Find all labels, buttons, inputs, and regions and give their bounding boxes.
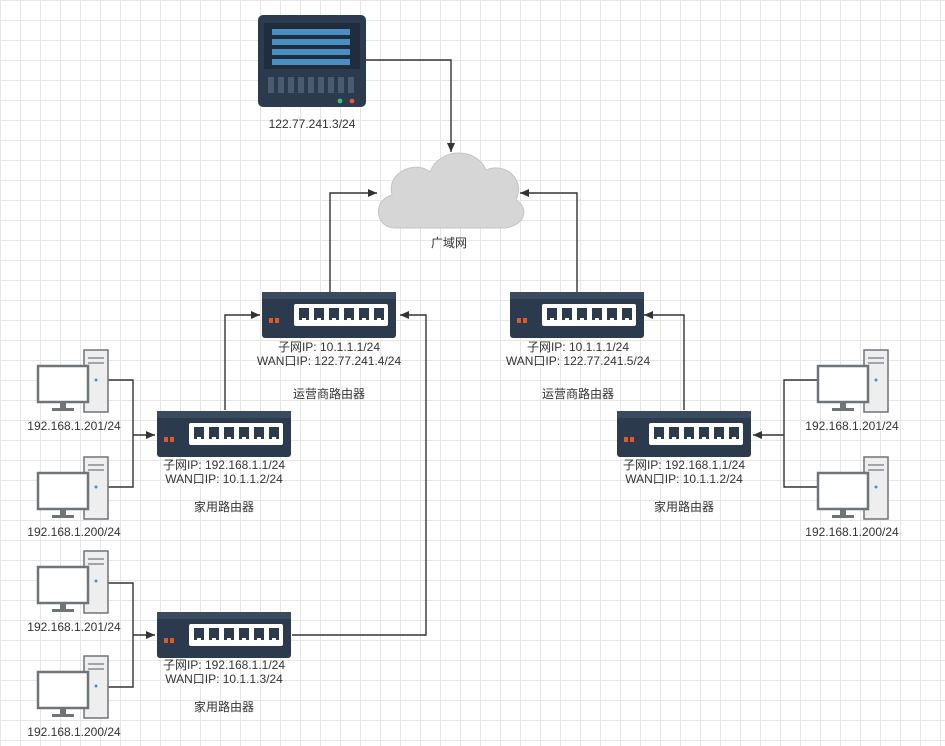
home-router-2-wan-ip: WAN口IP: 10.1.1.3/24 (165, 672, 283, 686)
pc-3-ip-label: 192.168.1.201/24 (27, 620, 121, 634)
link-server-to-cloud (364, 59, 455, 152)
server-ip-label: 122.77.241.3/24 (268, 117, 356, 131)
link-pcs-1-to-home1 (108, 379, 134, 488)
connection-lines (108, 59, 818, 688)
isp-router-1-icon (262, 292, 396, 338)
link-home1-to-isp-left (224, 311, 260, 410)
home-router-1-icon (157, 411, 291, 457)
pc-2-ip-label: 192.168.1.200/24 (27, 525, 121, 539)
link-isp-left-to-cloud (329, 189, 377, 292)
pc-1-icon (36, 349, 109, 413)
link-pcs-2-to-home2 (108, 582, 134, 688)
isp-router-1-name: 运营商路由器 (292, 387, 366, 401)
home-router-3-subnet-ip: 子网IP: 192.168.1.1/24 (622, 458, 746, 472)
pc-5-icon (816, 349, 889, 413)
home-router-3-icon (617, 411, 751, 457)
home-router-1-name: 家用路由器 (193, 500, 255, 514)
link-home3-to-isp-right (644, 311, 685, 410)
pc-3-icon (36, 550, 109, 614)
pc-4-ip-label: 192.168.1.200/24 (27, 725, 121, 739)
server-icon (258, 15, 366, 107)
link-pcs-3-to-home3 (783, 379, 818, 488)
pc-4-icon (36, 655, 109, 719)
isp-router-2-subnet-ip: 子网IP: 10.1.1.1/24 (526, 340, 630, 354)
pc-2-icon (36, 456, 109, 520)
home-router-2-subnet-ip: 子网IP: 192.168.1.1/24 (162, 658, 286, 672)
link-isp-right-to-cloud (520, 189, 578, 292)
pc-5-ip-label: 192.168.1.201/24 (805, 419, 899, 433)
isp-router-2-icon (510, 292, 644, 338)
link-home2-to-isp-left (292, 311, 427, 636)
pc-1-ip-label: 192.168.1.201/24 (27, 419, 121, 433)
home-router-1-wan-ip: WAN口IP: 10.1.1.2/24 (165, 472, 283, 486)
pc-6-ip-label: 192.168.1.200/24 (805, 525, 899, 539)
pc-6-icon (816, 456, 889, 520)
home-router-3-wan-ip: WAN口IP: 10.1.1.2/24 (625, 472, 743, 486)
cloud-icon (377, 152, 525, 229)
home-router-3-name: 家用路由器 (653, 500, 715, 514)
cloud-label: 广域网 (430, 236, 468, 250)
home-router-1-subnet-ip: 子网IP: 192.168.1.1/24 (162, 458, 286, 472)
isp-router-1-subnet-ip: 子网IP: 10.1.1.1/24 (277, 340, 381, 354)
isp-router-2-name: 运营商路由器 (541, 387, 615, 401)
home-router-2-name: 家用路由器 (193, 700, 255, 714)
isp-router-1-wan-ip: WAN口IP: 122.77.241.4/24 (256, 354, 402, 368)
isp-router-2-wan-ip: WAN口IP: 122.77.241.5/24 (505, 354, 651, 368)
home-router-2-icon (157, 612, 291, 658)
